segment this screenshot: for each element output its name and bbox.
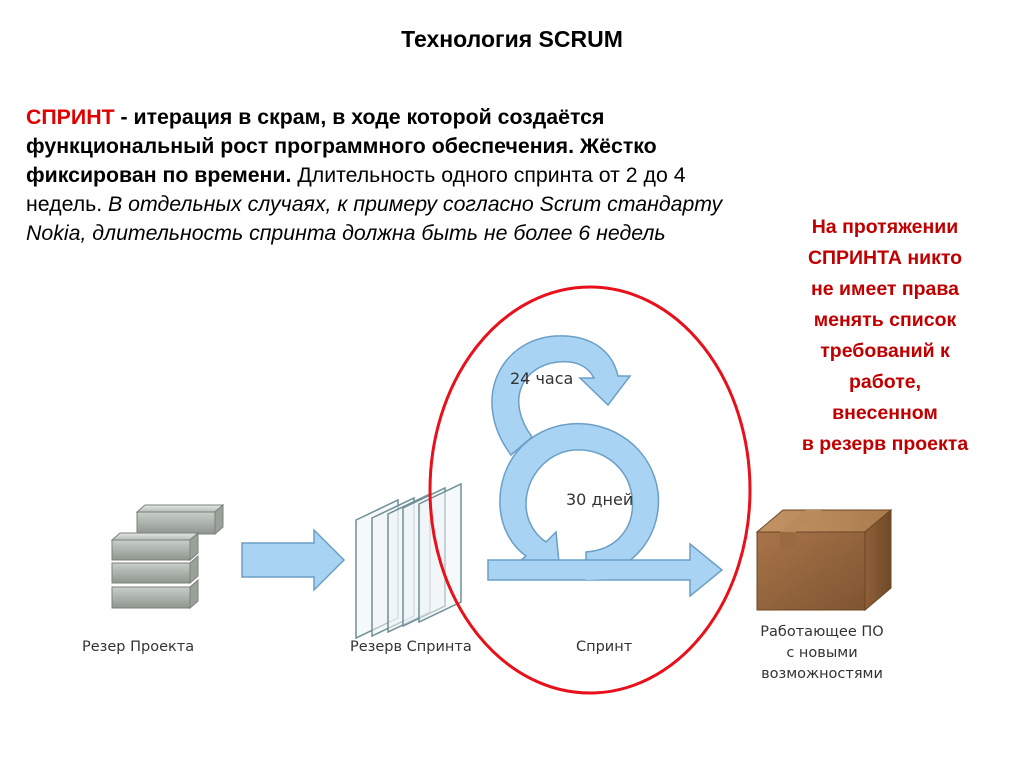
loop-label-24h: 24 часа — [510, 369, 573, 388]
product-box-icon — [757, 510, 891, 610]
label-product-line: возможностями — [744, 664, 900, 685]
backlog-blocks-icon — [112, 505, 223, 608]
label-project-backlog: Резер Проекта — [82, 639, 194, 655]
flow-arrow-icon — [242, 530, 344, 590]
label-sprint: Спринт — [576, 639, 632, 655]
label-product: Работающее ПО с новыми возможностями — [744, 622, 900, 685]
loop-label-30d: 30 дней — [566, 490, 633, 509]
sprint-pages-icon — [356, 484, 461, 638]
label-sprint-backlog: Резерв Спринта — [350, 639, 472, 655]
label-product-line: с новыми — [744, 643, 900, 664]
label-product-line: Работающее ПО — [744, 622, 900, 643]
